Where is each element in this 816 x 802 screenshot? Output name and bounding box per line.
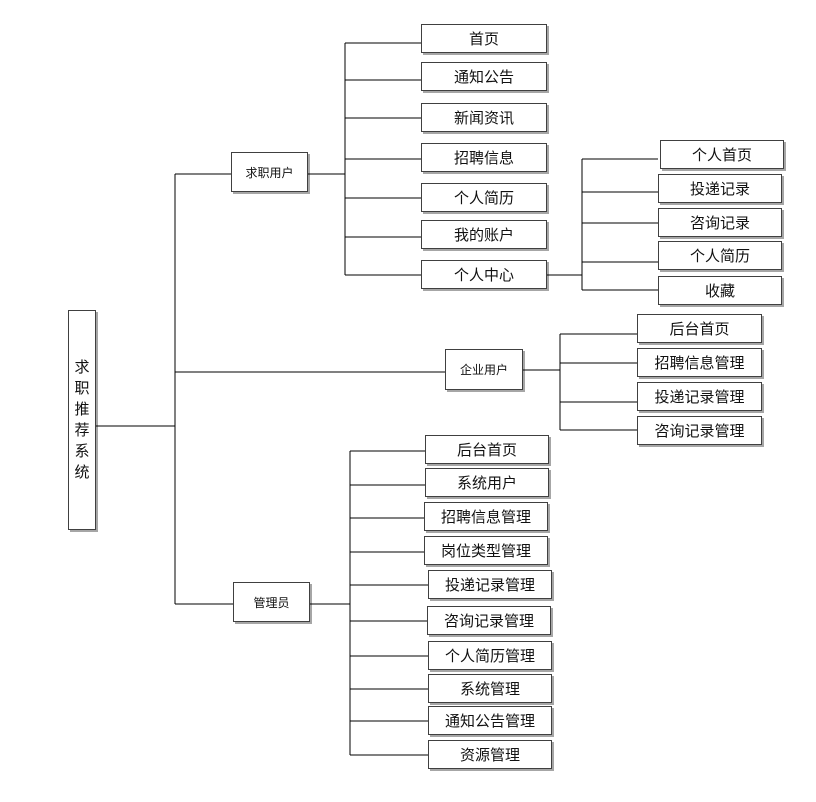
admin-item: 通知公告管理 (428, 706, 552, 735)
personal-center-item: 个人首页 (660, 140, 784, 169)
job-user-item: 个人简历 (421, 183, 547, 212)
root-label-char: 荐 (74, 421, 90, 439)
personal-center-item: 咨询记录 (658, 208, 782, 237)
root-label: 求职推荐系统 (74, 357, 89, 483)
enterprise-item: 招聘信息管理 (637, 348, 762, 377)
root-node: 求职推荐系统 (68, 310, 96, 530)
admin-item: 系统管理 (428, 674, 552, 703)
root-label-char: 统 (74, 463, 90, 481)
job-user-item: 招聘信息 (421, 143, 547, 172)
personal-center-item: 个人简历 (658, 241, 782, 270)
job-user-item: 通知公告 (421, 62, 547, 91)
node-job-user: 求职用户 (231, 152, 308, 192)
admin-item: 投递记录管理 (428, 570, 552, 599)
admin-item: 招聘信息管理 (424, 502, 548, 531)
node-admin: 管理员 (233, 582, 310, 622)
admin-item: 咨询记录管理 (427, 606, 551, 635)
personal-center-item: 投递记录 (658, 174, 782, 203)
job-user-item: 新闻资讯 (421, 103, 547, 132)
root-label-char: 求 (74, 358, 90, 376)
enterprise-item: 咨询记录管理 (637, 416, 762, 445)
enterprise-item: 投递记录管理 (637, 382, 762, 411)
job-user-item: 首页 (421, 24, 547, 53)
admin-item: 系统用户 (425, 468, 549, 497)
admin-item: 资源管理 (428, 740, 552, 769)
job-user-item: 我的账户 (421, 220, 547, 249)
admin-item: 后台首页 (425, 435, 549, 464)
admin-item: 个人简历管理 (428, 641, 552, 670)
enterprise-item: 后台首页 (637, 314, 762, 343)
root-label-char: 职 (74, 379, 90, 397)
personal-center-item: 收藏 (658, 276, 782, 305)
root-label-char: 推 (74, 400, 90, 418)
node-enterprise-user: 企业用户 (445, 349, 523, 390)
root-label-char: 系 (74, 442, 90, 460)
job-user-item-personal-center: 个人中心 (421, 260, 547, 289)
admin-item: 岗位类型管理 (424, 536, 548, 565)
